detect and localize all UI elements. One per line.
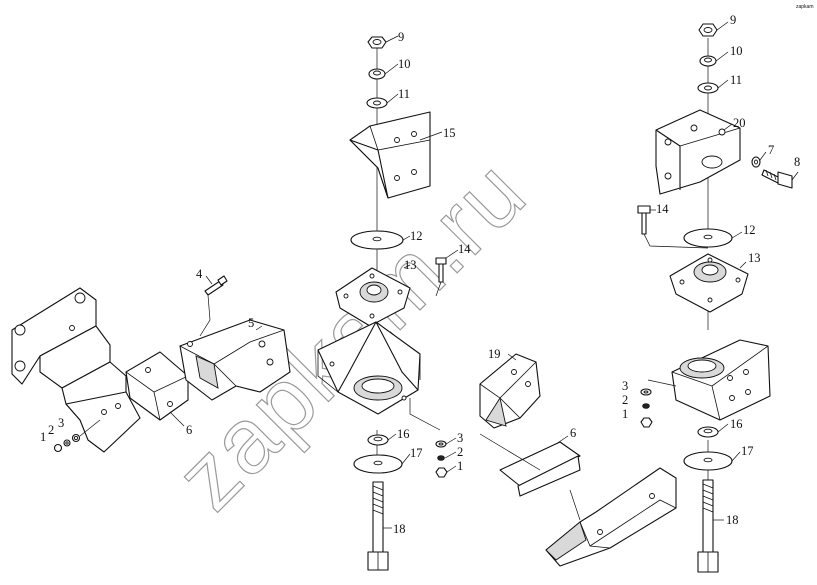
callout-right-12: 12	[743, 223, 756, 237]
mid-washer-11	[366, 97, 388, 109]
right-bolt-14	[637, 205, 709, 249]
callout-right-2: 2	[622, 393, 628, 407]
callout-labels: 1 2 3 4 5 6 9 10 11 15 12 14 13 16 17 18…	[40, 13, 800, 536]
mid-plate-12	[350, 230, 404, 250]
right-bushing-16	[697, 426, 719, 438]
callout-right-20: 20	[733, 116, 746, 130]
callout-right-14: 14	[656, 202, 669, 216]
mid-nut-9	[367, 36, 387, 49]
callout-mid-12: 12	[410, 229, 423, 243]
callout-mid-9: 9	[398, 30, 404, 44]
callout-mid-17: 17	[410, 446, 423, 460]
callout-right-9: 9	[730, 13, 736, 27]
mid-bracket-15	[349, 111, 431, 199]
callout-right-10: 10	[730, 44, 743, 58]
right-hardware-stack	[640, 388, 653, 428]
right-nut-9	[698, 23, 718, 37]
callout-mid-14: 14	[458, 242, 471, 256]
left-bolt-4	[199, 275, 228, 337]
right-assembly	[637, 23, 793, 573]
right-washer-7	[751, 156, 761, 168]
right-washer-10	[699, 55, 717, 67]
mid-bolt-14	[435, 257, 447, 297]
mid-plate-17	[353, 454, 403, 474]
right-cushion-13	[669, 253, 749, 313]
right-bolt-8	[761, 169, 793, 189]
center-lower-assembly	[479, 353, 677, 567]
callout-mid-15: 15	[443, 126, 456, 140]
center-rubber-pad-6	[479, 433, 581, 497]
mid-washer-10	[368, 68, 386, 80]
corner-mark: zapkam	[796, 4, 814, 10]
right-bracket-20	[655, 109, 741, 195]
callout-right-3: 3	[622, 379, 628, 393]
callout-left-4: 4	[196, 267, 203, 281]
mid-bolt-18	[367, 481, 389, 571]
callout-leaders	[169, 21, 799, 529]
callout-right-17: 17	[741, 444, 754, 458]
mid-bushing-16	[367, 434, 389, 446]
middle-assembly	[317, 36, 448, 571]
callout-ctr-19: 19	[488, 347, 501, 361]
center-frame-plate	[545, 467, 677, 567]
right-bolt-18	[697, 479, 719, 573]
right-plate-17	[683, 451, 733, 471]
callout-left-1: 1	[40, 430, 46, 444]
callout-left-6: 6	[186, 423, 192, 437]
callout-right-13: 13	[748, 251, 761, 265]
callout-mid-16: 16	[397, 427, 410, 441]
callout-left-2: 2	[48, 423, 54, 437]
callout-mid-1: 1	[457, 459, 463, 473]
left-engine-bracket	[179, 319, 291, 401]
callout-mid-3: 3	[457, 431, 463, 445]
callout-right-1: 1	[622, 407, 628, 421]
callout-left-3: 3	[58, 416, 64, 430]
callout-right-18: 18	[726, 513, 739, 527]
callout-mid-11: 11	[398, 87, 410, 101]
left-frame-bracket	[11, 287, 141, 453]
callout-right-11: 11	[730, 73, 742, 87]
callout-mid-18: 18	[393, 522, 406, 536]
callout-right-7: 7	[768, 143, 774, 157]
left-hardware-stack	[53, 419, 101, 453]
right-washer-11	[697, 82, 719, 94]
callout-right-8: 8	[794, 155, 800, 169]
mid-support-bracket	[317, 321, 421, 415]
callout-mid-2: 2	[457, 445, 463, 459]
callout-ctr-6: 6	[570, 426, 576, 440]
callout-left-5: 5	[248, 316, 254, 330]
left-rubber-cushion	[125, 351, 189, 421]
callout-right-16: 16	[730, 417, 743, 431]
right-plate-12	[683, 228, 733, 248]
left-assembly	[11, 275, 291, 453]
callout-mid-10: 10	[398, 57, 411, 71]
mid-cushion-13	[335, 267, 411, 327]
center-bracket-19	[479, 353, 541, 429]
mid-hardware-stack	[409, 398, 448, 478]
callout-mid-13: 13	[404, 258, 417, 272]
right-support-bracket	[647, 339, 771, 421]
